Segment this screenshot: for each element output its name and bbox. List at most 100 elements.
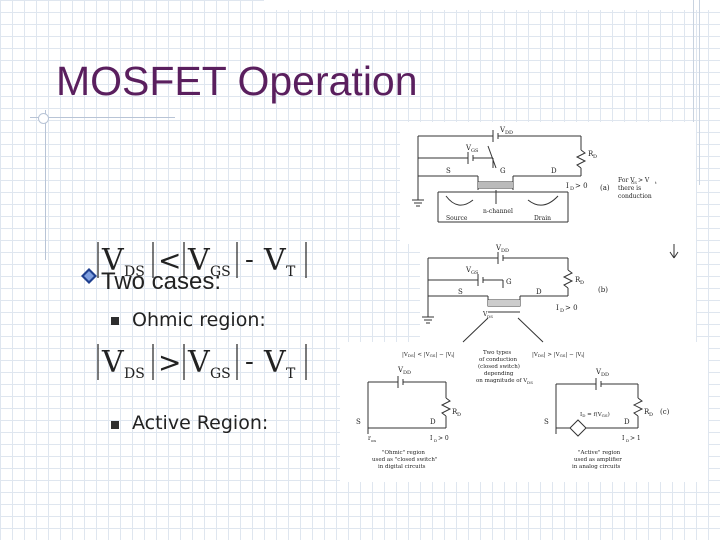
fig-center-1: Two types <box>483 350 511 356</box>
fig-left-cond: |VDS| < |VGS| − |Vt| <box>402 352 455 358</box>
fig-vdd-a-sub: DD <box>505 130 513 136</box>
fig-vdd-cl-sub: DD <box>403 370 411 376</box>
fig-center-sub: DS <box>527 380 533 385</box>
fig-id-fvgs: ID = f(VGS) <box>580 411 610 418</box>
fig-source-word: Source <box>446 215 468 222</box>
fig-caption-left-2: used as "closed switch" <box>372 457 437 463</box>
eq-active-rhs1-sub: GS <box>210 366 231 382</box>
header-band <box>264 0 720 10</box>
eq-ohmic-op: < <box>158 244 181 277</box>
ohmic-region-label: Ohmic region: <box>132 309 266 331</box>
fig-center-4: depending <box>484 371 514 377</box>
eq-ohmic-lhs: V <box>101 243 125 278</box>
eq-active-lhs: V <box>101 345 125 380</box>
fig-id-b-sub: D <box>560 308 564 314</box>
fig-note-a-cond: > V <box>638 177 650 184</box>
fig-id-a-rest: > 0 <box>575 182 588 190</box>
fig-note-a-cond-sub: t <box>655 180 657 185</box>
fig-ron-sub: on <box>371 438 376 443</box>
eq-ohmic-lhs-sub: DS <box>124 264 145 280</box>
eq-active-rhs1: V <box>187 345 211 380</box>
fig-vgs-b: V <box>465 266 472 274</box>
fig-id-cl-sub: D <box>434 438 437 443</box>
diamond-bullet-icon <box>81 268 97 284</box>
fig-caption-left-3: in digital circuits <box>378 464 426 470</box>
fig-caption-left-1: "Ohmic" region <box>382 450 425 456</box>
fig-id-cl-rest: > 0 <box>438 435 449 442</box>
eq-active-rhs2-sub: T <box>286 366 296 382</box>
eq-active-rhs2: V <box>263 345 287 380</box>
fig-source-a: S <box>446 167 451 175</box>
slide-title: MOSFET Operation <box>56 58 418 104</box>
fig-note-a-sub: GS <box>631 180 637 185</box>
fig-ron: r <box>368 435 371 442</box>
fig-rd-a: R <box>588 150 594 158</box>
fig-id-b: I <box>556 304 559 312</box>
fig-center-2: of conduction <box>479 357 517 363</box>
eq-ohmic-rhs1-sub: GS <box>210 264 231 280</box>
fig-gate-b: G <box>506 278 512 286</box>
fig-rd-b: R <box>575 276 581 284</box>
fig-center-5: on magnitude of V <box>476 378 528 384</box>
mosfet-circuit-figure: V DD V GS R D S G D I D > 0 (a) For V GS… <box>340 122 708 482</box>
eq-ohmic-rhs2-sub: T <box>286 264 296 280</box>
fig-vdd-b-sub: DD <box>501 248 509 254</box>
fig-vgs-a-sub: GS <box>471 148 479 154</box>
fig-center-3: (closed switch) <box>478 363 520 370</box>
fig-label-a: (a) <box>600 184 610 192</box>
figure-panel-c-bg <box>340 342 708 482</box>
fig-caption-right-2: used as amplifier <box>574 457 622 463</box>
fig-id-b-rest: > 0 <box>565 304 578 312</box>
fig-vgs-b-sub: GS <box>471 270 479 276</box>
fig-vgs-a: V <box>465 144 472 152</box>
eq-ohmic-minus: - <box>245 245 254 275</box>
fig-label-c: (c) <box>660 408 670 416</box>
title-underline <box>30 117 175 118</box>
fig-id-a: I <box>566 182 569 190</box>
gate-oxide-b <box>488 300 520 306</box>
gate-oxide <box>478 182 513 188</box>
eq-active-minus: - <box>245 347 254 377</box>
decorative-line <box>693 0 694 185</box>
fig-vdd-a: V <box>499 126 506 134</box>
fig-rd-cr: R <box>644 408 650 416</box>
fig-caption-right-3: in analog circuits <box>572 464 621 470</box>
fig-right-cond: |VDS| > |VGS| − |Vt| <box>532 352 585 358</box>
fig-note-a-3: conduction <box>618 193 652 200</box>
fig-rd-cl-sub: D <box>457 412 461 418</box>
fig-drain-b: D <box>536 288 542 296</box>
fig-rd-b-sub: D <box>580 280 584 286</box>
fig-rd-a-sub: D <box>593 154 597 160</box>
fig-id-cr: I <box>622 435 625 442</box>
fig-id-cl: I <box>430 435 433 442</box>
fig-vdd-cr-sub: DD <box>601 372 609 378</box>
figure-panel-b-bg <box>420 244 696 342</box>
fig-drain-word: Drain <box>534 215 551 222</box>
fig-id-a-sub: D <box>570 186 574 192</box>
fig-vdd-cr: V <box>595 368 602 376</box>
fig-caption-right-1: "Active" region <box>578 450 621 456</box>
fig-drain-cr: D <box>624 418 630 426</box>
eq-ohmic-rhs1: V <box>187 243 211 278</box>
decorative-line <box>699 0 700 185</box>
fig-id-cr-sub: D <box>626 438 629 443</box>
fig-note-a-2: there is <box>618 185 641 192</box>
eq-active-op: > <box>158 346 181 379</box>
fig-source-b: S <box>458 288 463 296</box>
fig-id-cr-rest: > 1 <box>630 435 641 442</box>
active-region-label: Active Region: <box>132 412 269 434</box>
fig-vds-b-sub: DS <box>487 314 493 319</box>
fig-drain-a: D <box>551 167 557 175</box>
fig-label-b: (b) <box>598 286 608 294</box>
fig-vds-b: V <box>482 311 488 318</box>
title-vertical-rule <box>45 110 46 260</box>
two-cases-text: Two cases: <box>101 268 222 295</box>
ohmic-equation: V DS < V GS - V T <box>97 242 307 280</box>
active-equation: V DS > V GS - V T <box>97 344 307 382</box>
fig-source-cl: S <box>356 418 361 426</box>
fig-rd-cl: R <box>452 408 458 416</box>
fig-source-cr: S <box>544 418 549 426</box>
square-bullet-icon <box>111 421 119 429</box>
fig-gate-a: G <box>500 167 506 175</box>
fig-drain-cl: D <box>430 418 436 426</box>
